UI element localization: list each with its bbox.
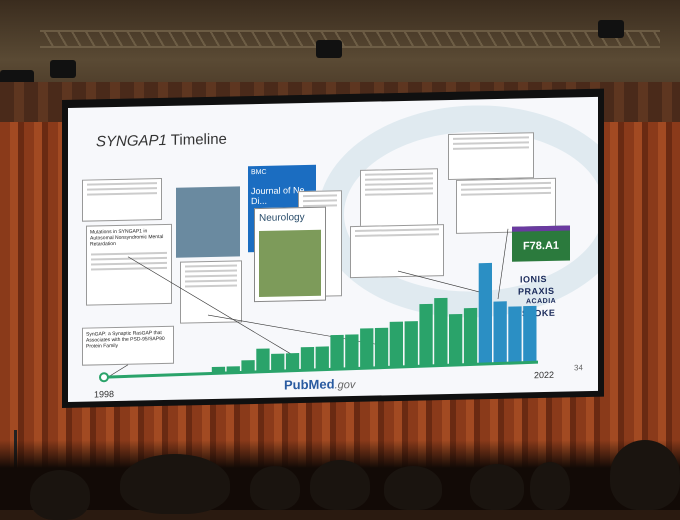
chart-bar xyxy=(419,303,433,366)
chart-bar xyxy=(389,321,404,367)
chart-bar xyxy=(478,262,493,364)
chart-bar xyxy=(226,366,240,373)
pubmed-name: PubMed xyxy=(284,376,335,393)
page-number: 34 xyxy=(574,363,583,373)
start-year: 1998 xyxy=(94,389,115,400)
chart-bar xyxy=(404,321,418,366)
chart-bar xyxy=(374,327,389,367)
chart-bar xyxy=(508,306,522,363)
stage-light xyxy=(316,40,342,58)
chart-bar xyxy=(256,348,270,371)
timeline-start-marker xyxy=(99,372,109,383)
pubmed-logo: PubMed.gov xyxy=(284,376,355,392)
stage-light xyxy=(598,20,624,38)
chart-bar xyxy=(463,307,478,364)
connector-line xyxy=(497,228,509,300)
timeline-axis xyxy=(101,360,539,379)
chart-bar xyxy=(449,313,463,365)
chart-bar xyxy=(434,297,448,365)
chart-bar xyxy=(211,366,226,373)
connector-line xyxy=(397,270,489,295)
chart-bar xyxy=(315,346,329,369)
audience-silhouettes xyxy=(0,440,680,520)
audience-head xyxy=(30,470,90,520)
stage-light xyxy=(50,60,76,78)
audience-head xyxy=(610,440,680,510)
audience-head xyxy=(310,460,370,510)
connector-line xyxy=(107,364,129,378)
audience-head xyxy=(250,466,300,510)
audience-head xyxy=(384,466,442,510)
bar-series xyxy=(211,262,537,373)
chart-bar xyxy=(360,328,374,368)
audience-head xyxy=(530,462,570,510)
chart-bar xyxy=(493,301,507,363)
chart-bar xyxy=(241,360,255,372)
end-year: 2022 xyxy=(534,369,555,381)
audience-head xyxy=(120,454,230,514)
chart-bar xyxy=(285,353,300,371)
chart-bar xyxy=(330,334,344,369)
chart-bar xyxy=(345,334,359,368)
connector-line xyxy=(127,256,299,359)
chart-bar xyxy=(271,353,285,371)
pubmed-suffix: .gov xyxy=(334,378,356,392)
audience-head xyxy=(470,464,524,510)
presentation-slide: SYNGAP1 Timeline Mutations in SYNGAP1 in… xyxy=(68,96,598,403)
chart-bar xyxy=(300,346,315,370)
publication-bar-chart xyxy=(99,228,539,383)
lighting-truss xyxy=(40,30,660,48)
chart-bar xyxy=(523,305,537,362)
